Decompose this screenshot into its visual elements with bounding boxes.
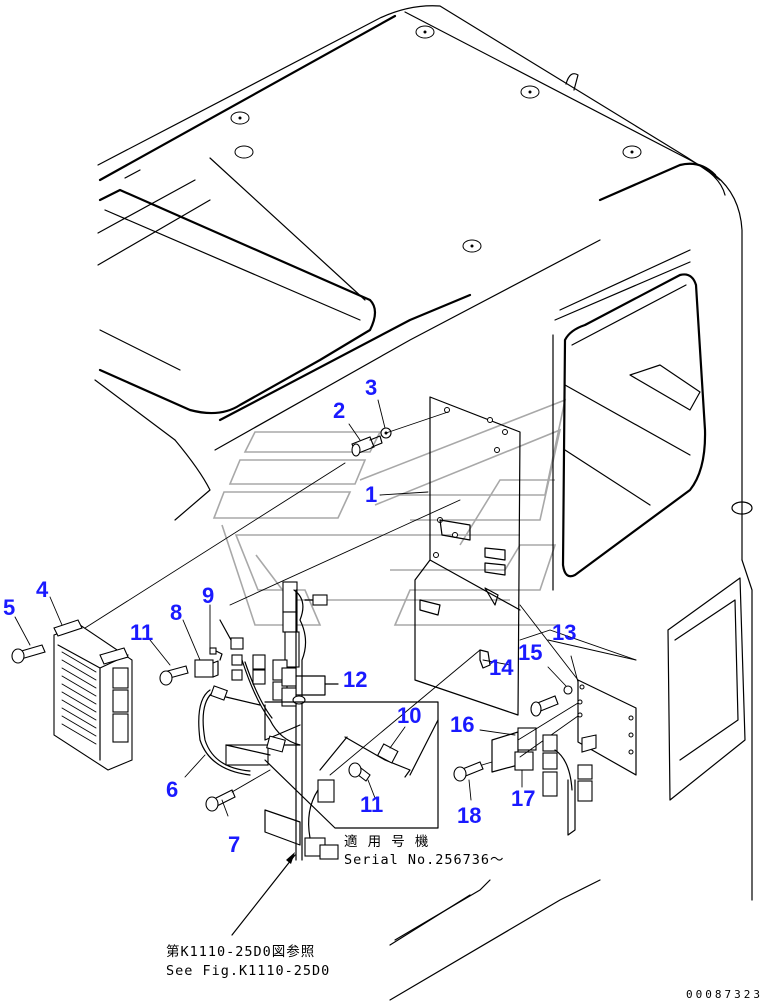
callout-1[interactable]: 1 (365, 482, 377, 507)
cab-body (94, 5, 753, 1001)
callout-9[interactable]: 9 (202, 583, 214, 608)
serial-note-jp: 適 用 号 機 (344, 833, 429, 850)
roof-bolt (230, 25, 642, 253)
leader-line (229, 499, 461, 606)
leader-line (385, 411, 449, 434)
drawing-number: 00087323 (686, 988, 763, 1001)
inset-box (264, 649, 481, 829)
callout-12[interactable]: 12 (343, 667, 367, 692)
wiring-harness (198, 581, 339, 861)
see-figure-note: 第K1110-25D0図参照 See Fig.K1110-25D0 (166, 943, 330, 979)
callout-8[interactable]: 8 (170, 600, 182, 625)
callout-18[interactable]: 18 (457, 803, 481, 828)
callout-7[interactable]: 7 (228, 832, 240, 857)
heat-sink-fins (61, 651, 97, 745)
serial-note-en: Serial No.256736〜 (344, 852, 505, 868)
bolt-11 (159, 665, 189, 686)
bracket-13 (519, 604, 637, 776)
callout-16[interactable]: 16 (450, 712, 474, 737)
callout-10[interactable]: 10 (397, 703, 421, 728)
callout-3[interactable]: 3 (365, 375, 377, 400)
callout-17[interactable]: 17 (511, 786, 535, 811)
callout-6[interactable]: 6 (166, 777, 178, 802)
relay-cluster (542, 734, 597, 836)
callout-13[interactable]: 13 (552, 620, 576, 645)
callout-4[interactable]: 4 (36, 577, 49, 602)
clip-9 (209, 647, 223, 661)
reference-arrow (231, 852, 296, 936)
see-figure-en: See Fig.K1110-25D0 (166, 963, 330, 979)
controller-4 (53, 619, 133, 771)
relay-8 (194, 659, 219, 678)
callout-5[interactable]: 5 (3, 595, 15, 620)
mounting-plate-1 (414, 396, 521, 716)
serial-note: 適 用 号 機 Serial No.256736〜 (344, 833, 505, 868)
callout-14[interactable]: 14 (489, 655, 514, 680)
callout-2[interactable]: 2 (333, 398, 345, 423)
bolt-2 (351, 435, 383, 457)
bolt-15 (530, 685, 573, 717)
bolt-7 (205, 769, 271, 812)
see-figure-jp: 第K1110-25D0図参照 (166, 943, 315, 960)
bolt-5 (11, 644, 46, 664)
callout-leaders (14, 399, 579, 817)
callout-labels: 1 2 3 4 5 6 7 8 9 10 11 11 12 13 14 15 1… (3, 375, 576, 857)
callout-11-lower[interactable]: 11 (360, 792, 383, 817)
bolt-18 (453, 761, 493, 782)
callout-15[interactable]: 15 (518, 640, 542, 665)
leader-line (84, 462, 346, 629)
callout-11-upper[interactable]: 11 (130, 620, 153, 645)
